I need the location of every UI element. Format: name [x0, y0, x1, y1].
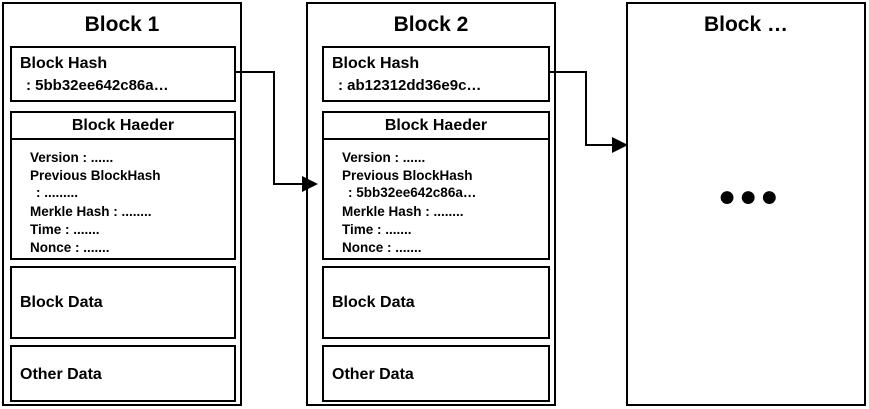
block-header-title: Block Haeder — [12, 113, 234, 140]
block-hash-box: Block Hash : ab12312dd36e9c… — [322, 46, 550, 102]
version-field: Version : ...... — [30, 150, 114, 165]
arrow-block1-hash-to-block2-header — [234, 71, 318, 192]
time-field: Time : ....... — [30, 222, 100, 237]
block-header-title: Block Haeder — [324, 113, 548, 140]
other-data-box: Other Data — [322, 345, 550, 402]
merkle-hash-field: Merkle Hash : ........ — [30, 204, 152, 219]
previous-hash-value: : 5bb32ee642c86a… — [348, 185, 477, 200]
nonce-field: Nonce : ....... — [30, 240, 110, 255]
block-hash-label: Block Hash — [20, 55, 108, 72]
block-hash-value: : ab12312dd36e9c… — [338, 77, 482, 94]
block-data-label: Block Data — [20, 294, 103, 311]
block-data-label: Block Data — [332, 294, 415, 311]
block-2: Block 2 Block Hash : ab12312dd36e9c… Blo… — [306, 2, 556, 406]
previous-hash-value: : ......... — [36, 185, 79, 200]
ellipsis-dots: ●●● — [718, 180, 782, 213]
block-data-box: Block Data — [322, 266, 550, 339]
other-data-box: Other Data — [10, 345, 236, 402]
previous-hash-label: Previous BlockHash — [342, 168, 473, 183]
block-header-box: Block Haeder Version : ...... Previous B… — [322, 111, 550, 260]
block-hash-box: Block Hash : 5bb32ee642c86a… — [10, 46, 236, 102]
block-header-box: Block Haeder Version : ...... Previous B… — [10, 111, 236, 260]
block-next: Block … ●●● — [626, 2, 866, 406]
other-data-label: Other Data — [332, 366, 414, 383]
block-hash-value: : 5bb32ee642c86a… — [26, 77, 169, 94]
arrow-block2-hash-to-next-block — [548, 71, 628, 153]
merkle-hash-field: Merkle Hash : ........ — [342, 204, 464, 219]
block-1: Block 1 Block Hash : 5bb32ee642c86a… Blo… — [2, 2, 242, 406]
nonce-field: Nonce : ....... — [342, 240, 422, 255]
block-hash-label: Block Hash — [332, 55, 420, 72]
block-title: Block 1 — [84, 13, 160, 36]
time-field: Time : ....... — [342, 222, 412, 237]
previous-hash-label: Previous BlockHash — [30, 168, 161, 183]
other-data-label: Other Data — [20, 366, 102, 383]
block-data-box: Block Data — [10, 266, 236, 339]
block-title: Block … — [703, 13, 789, 36]
block-title: Block 2 — [393, 13, 469, 36]
version-field: Version : ...... — [342, 150, 426, 165]
